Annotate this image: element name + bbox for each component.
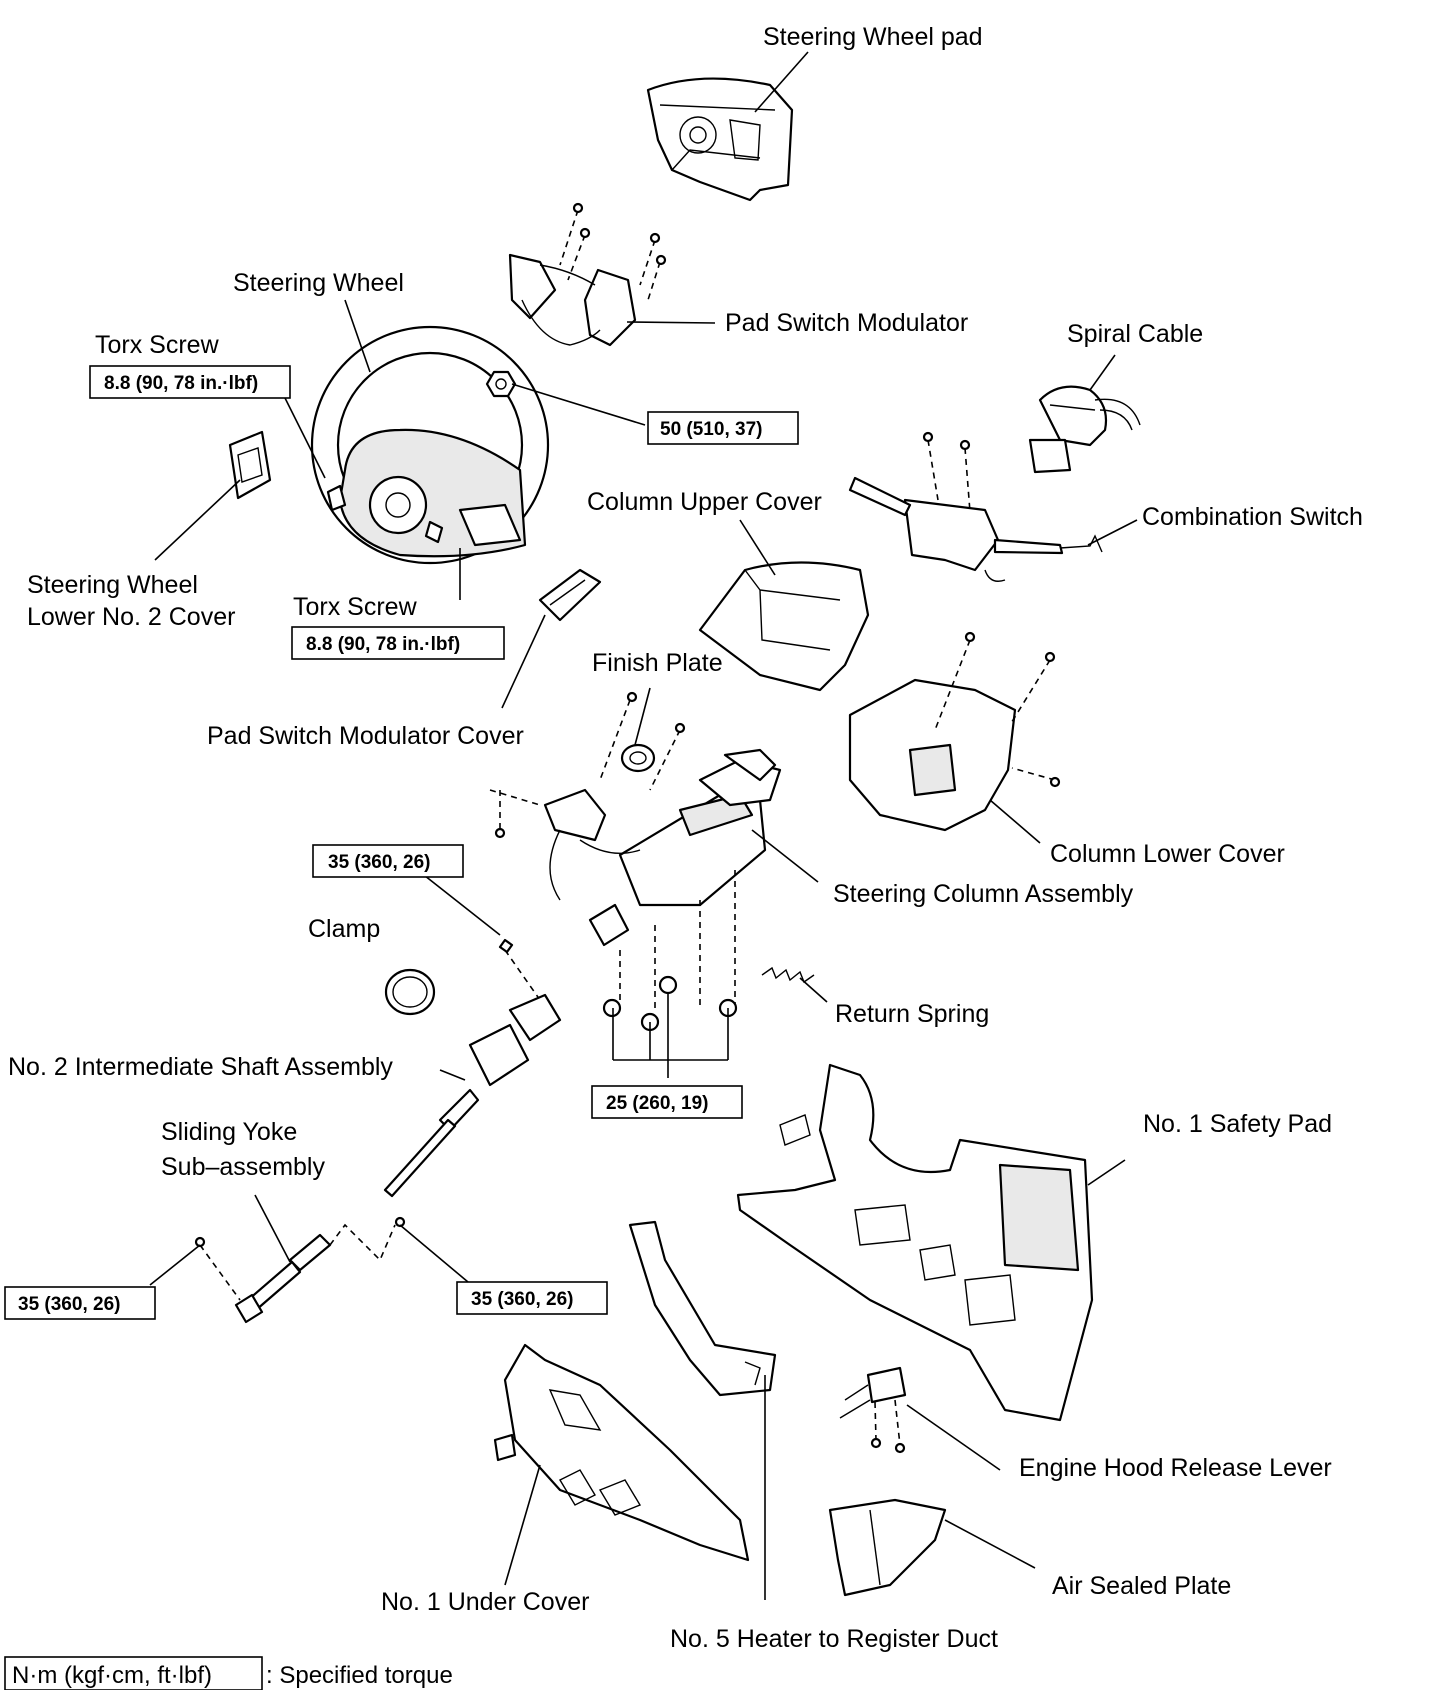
no5-heater-duct-drawing	[628, 1220, 777, 1397]
steering-column-assembly-drawing	[489, 691, 782, 1010]
legend-text: : Specified torque	[266, 1662, 453, 1689]
label-no1-under-cover: No. 1 Under Cover	[381, 1588, 589, 1616]
label-no5-heater-duct: No. 5 Heater to Register Duct	[670, 1625, 998, 1653]
clamp-drawing	[384, 968, 436, 1016]
label-torx-screw-upper: Torx Screw	[95, 331, 220, 359]
label-finish-plate: Finish Plate	[592, 649, 723, 677]
label-torx-screw-lower: Torx Screw	[293, 593, 418, 621]
air-sealed-plate-drawing	[828, 1498, 947, 1597]
torque-box-bolt-35-left	[4, 1286, 156, 1320]
torque-bolt-35-right: 35 (360, 26)	[471, 1289, 573, 1310]
legend-unit-box	[4, 1656, 263, 1690]
engine-hood-release-lever-drawing	[839, 1366, 907, 1454]
label-steering-wheel-pad: Steering Wheel pad	[763, 23, 983, 51]
column-lower-cover-drawing	[848, 631, 1061, 832]
no1-under-cover-drawing	[493, 1343, 750, 1562]
label-air-sealed-plate: Air Sealed Plate	[1052, 1572, 1231, 1600]
spiral-cable-drawing	[1028, 385, 1141, 474]
torque-specs: 8.8 (90, 78 in.·lbf) 50 (510, 37) 8.8 (9…	[4, 365, 799, 1320]
torque-box-torx-lower	[291, 626, 505, 660]
torque-nut-50: 50 (510, 37)	[660, 419, 762, 440]
leader-lines	[149, 51, 1138, 1600]
finish-plate-drawing	[620, 743, 656, 773]
pad-switch-modulator-cover-drawing	[538, 568, 602, 622]
torque-bolt-35-upper: 35 (360, 26)	[328, 852, 430, 873]
torque-torx-lower: 8.8 (90, 78 in.·lbf)	[306, 634, 460, 655]
torque-box-nut-50	[647, 411, 799, 445]
torque-nuts-25: 25 (260, 19)	[606, 1093, 708, 1114]
label-return-spring: Return Spring	[835, 1000, 989, 1028]
label-pad-switch-modulator: Pad Switch Modulator	[725, 309, 968, 337]
steering-wheel-nut-drawing	[485, 370, 517, 398]
steering-wheel-drawing	[310, 325, 550, 565]
label-column-upper-cover: Column Upper Cover	[587, 488, 822, 516]
part-labels: Steering Wheel pad Pad Switch Modulator …	[8, 23, 1363, 1653]
label-no1-safety-pad: No. 1 Safety Pad	[1143, 1110, 1332, 1138]
label-sw-lower-cover-line1: Steering Wheel	[27, 571, 198, 599]
label-sliding-yoke-line2: Sub–assembly	[161, 1153, 325, 1181]
torque-box-bolt-35-upper	[312, 844, 464, 878]
label-spiral-cable: Spiral Cable	[1067, 320, 1203, 348]
torque-box-bolt-35-right	[456, 1281, 608, 1315]
torque-box-torx-upper	[89, 365, 291, 399]
combination-switch-drawing	[848, 431, 1103, 582]
label-combination-switch: Combination Switch	[1142, 503, 1363, 531]
steering-wheel-pad-drawing	[646, 77, 794, 202]
label-clamp: Clamp	[308, 915, 380, 943]
torque-torx-upper: 8.8 (90, 78 in.·lbf)	[104, 373, 258, 394]
torque-legend: N·m (kgf·cm, ft·lbf) : Specified torque	[4, 1656, 453, 1690]
column-nuts-drawing	[602, 975, 738, 1032]
label-steering-wheel: Steering Wheel	[233, 269, 404, 297]
no1-safety-pad-drawing	[736, 1063, 1094, 1422]
column-upper-cover-drawing	[698, 561, 870, 692]
sliding-yoke-drawing	[194, 1216, 406, 1324]
legend-unit: N·m (kgf·cm, ft·lbf)	[12, 1662, 212, 1689]
label-engine-hood-release-lever: Engine Hood Release Lever	[1019, 1454, 1332, 1482]
label-sw-lower-cover-line2: Lower No. 2 Cover	[27, 603, 235, 631]
label-intermediate-shaft: No. 2 Intermediate Shaft Assembly	[8, 1053, 393, 1081]
pad-switch-modulator-drawing	[508, 202, 667, 347]
steering-wheel-lower-cover-drawing	[228, 430, 272, 500]
label-column-lower-cover: Column Lower Cover	[1050, 840, 1285, 868]
label-steering-column-assembly: Steering Column Assembly	[833, 880, 1134, 908]
torque-bolt-35-left: 35 (360, 26)	[18, 1294, 120, 1315]
intermediate-shaft-drawing	[383, 938, 562, 1198]
label-pad-switch-modulator-cover: Pad Switch Modulator Cover	[207, 722, 524, 750]
label-sliding-yoke-line1: Sliding Yoke	[161, 1118, 297, 1146]
return-spring-drawing	[761, 966, 815, 984]
torque-box-nuts-25	[591, 1085, 743, 1119]
